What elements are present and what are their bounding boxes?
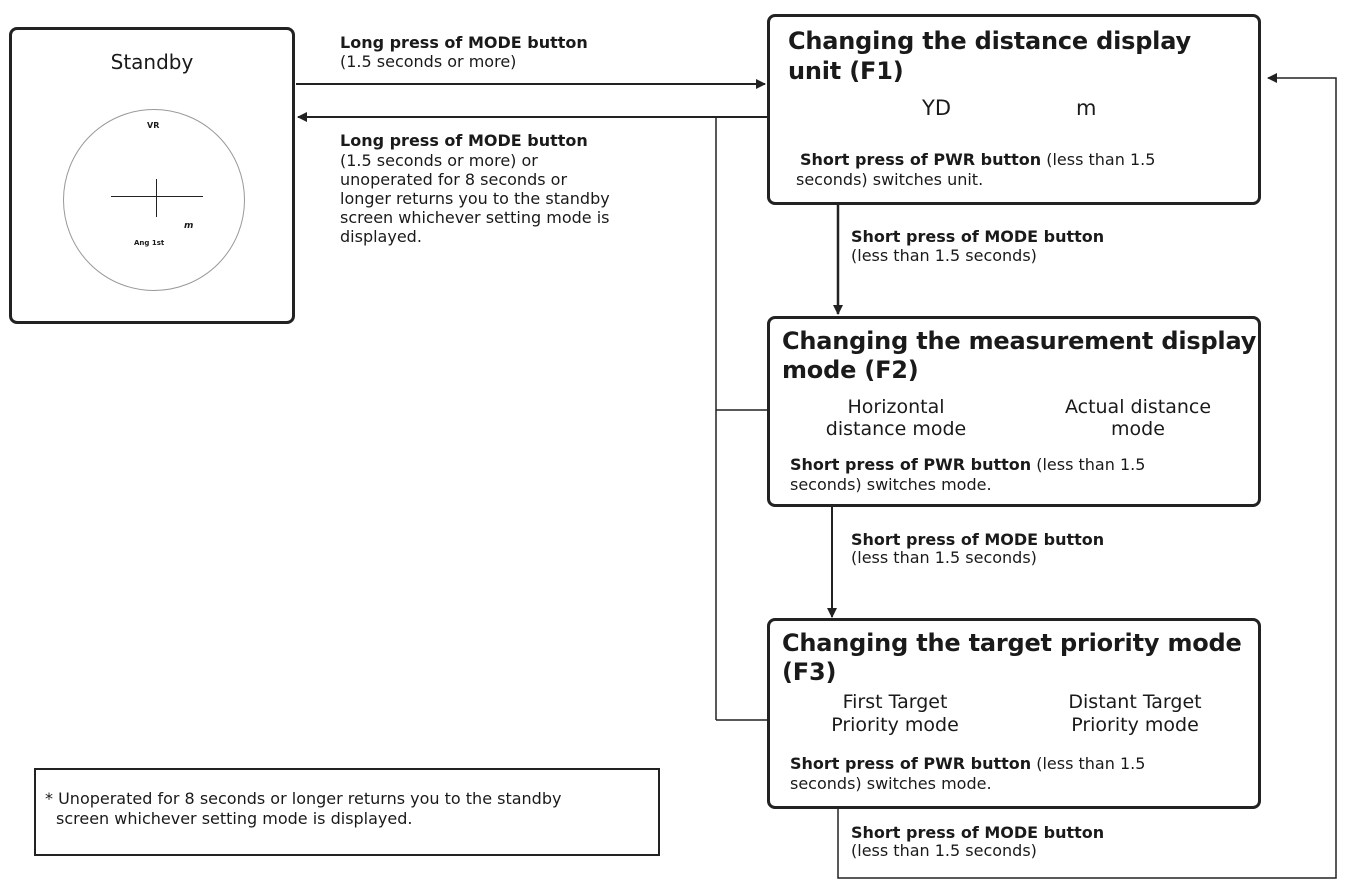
f1-to-f2-label-bold: Short press of MODE button — [851, 227, 1105, 246]
footnote-line-2: screen whichever setting mode is display… — [56, 809, 413, 828]
screen-mode-label: Ang 1st — [134, 239, 165, 247]
f1-option-m: m — [1076, 96, 1097, 120]
f2-option-right-line-1: Actual distance — [1064, 396, 1212, 418]
f2-pwr-plain: (less than 1.5 — [1031, 455, 1146, 474]
f1-title-line-1: Changing the distance display — [788, 27, 1191, 55]
f3-option-right-line-1: Distant Target — [1068, 691, 1202, 713]
f2-pwr-line-2: seconds) switches mode. — [790, 475, 992, 494]
f2-to-f3-label-bold: Short press of MODE button — [851, 530, 1105, 549]
f2-box: Changing the measurement display mode (F… — [767, 316, 1261, 507]
crosshair-vertical — [156, 179, 157, 217]
standby-box: Standby VR m Ang 1st — [9, 27, 295, 324]
f3-title-line-1: Changing the target priority mode — [782, 629, 1242, 657]
f3-option-left-line-1: First Target — [842, 691, 948, 713]
screen-vr-label: VR — [147, 121, 160, 130]
return-label-line-1: (1.5 seconds or more) or — [340, 151, 538, 170]
footnote-line-1: * Unoperated for 8 seconds or longer ret… — [45, 789, 562, 808]
footnote-box: * Unoperated for 8 seconds or longer ret… — [34, 768, 660, 856]
f3-option-left-line-2: Priority mode — [831, 714, 959, 736]
f1-pwr-line-1: Short press of PWR button (less than 1.5 — [800, 151, 1155, 169]
f2-pwr-line-1: Short press of PWR button (less than 1.5 — [790, 456, 1145, 474]
f1-pwr-bold: Short press of PWR button — [800, 150, 1042, 169]
crosshair-icon — [111, 196, 203, 197]
f1-box: Changing the distance display unit (F1) … — [767, 14, 1261, 205]
f1-option-yd: YD — [922, 96, 951, 120]
standby-title: Standby — [110, 50, 194, 74]
screen-unit-label: m — [184, 221, 194, 231]
f2-option-left-line-1: Horizontal — [847, 396, 945, 418]
return-label-line-2: unoperated for 8 seconds or — [340, 170, 568, 189]
f3-box: Changing the target priority mode (F3) F… — [767, 618, 1261, 809]
return-label-bold: Long press of MODE button — [340, 131, 588, 150]
f3-to-f1-label-bold: Short press of MODE button — [851, 823, 1105, 842]
return-label-line-4: screen whichever setting mode is — [340, 208, 610, 227]
return-label-line-5: displayed. — [340, 227, 422, 246]
return-label-line-3: longer returns you to the standby — [340, 189, 610, 208]
f2-option-right-line-2: mode — [1111, 418, 1165, 440]
f1-pwr-plain: (less than 1.5 — [1041, 150, 1156, 169]
f1-pwr-line-2: seconds) switches unit. — [796, 170, 984, 189]
f2-title-line-1: Changing the measurement display — [782, 327, 1257, 355]
f3-pwr-line-1: Short press of PWR button (less than 1.5 — [790, 755, 1145, 773]
f2-to-f3-label-plain: (less than 1.5 seconds) — [851, 548, 1037, 567]
f3-option-right-line-2: Priority mode — [1071, 714, 1199, 736]
f3-pwr-bold: Short press of PWR button — [790, 754, 1032, 773]
arrow-f3-to-f1-loop — [837, 73, 1337, 879]
f3-to-f1-label-plain: (less than 1.5 seconds) — [851, 841, 1037, 860]
f3-title-line-2: (F3) — [782, 658, 837, 686]
f1-title-line-2: unit (F1) — [788, 57, 904, 85]
f3-pwr-line-2: seconds) switches mode. — [790, 774, 992, 793]
f2-option-left-line-2: distance mode — [825, 418, 967, 440]
f2-title-line-2: mode (F2) — [782, 356, 919, 384]
to-f1-label-plain: (1.5 seconds or more) — [340, 52, 517, 71]
f2-pwr-bold: Short press of PWR button — [790, 455, 1032, 474]
to-f1-label-bold: Long press of MODE button — [340, 33, 588, 52]
f3-pwr-plain: (less than 1.5 — [1031, 754, 1146, 773]
standby-screen-circle: VR m Ang 1st — [63, 109, 245, 291]
f1-to-f2-label-plain: (less than 1.5 seconds) — [851, 246, 1037, 265]
